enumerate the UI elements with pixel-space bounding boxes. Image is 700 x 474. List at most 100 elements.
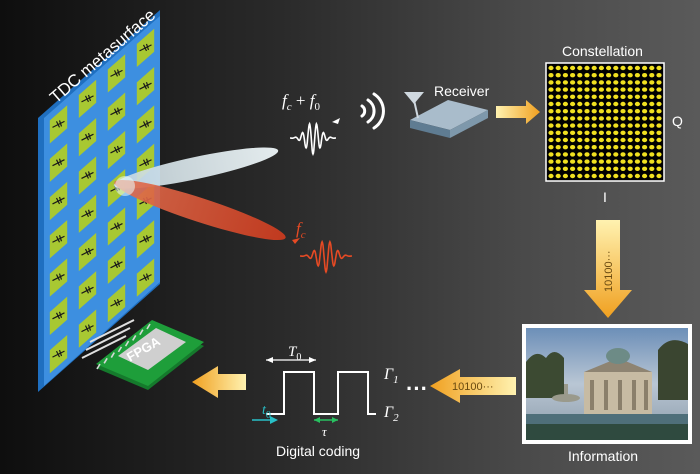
constellation-point	[606, 101, 612, 107]
constellation-point	[649, 123, 655, 128]
constellation-point	[562, 87, 569, 92]
constellation-point	[570, 109, 576, 114]
constellation-point	[548, 65, 554, 71]
constellation-point	[620, 130, 626, 135]
constellation-point	[548, 101, 554, 107]
diode-symbol	[110, 222, 123, 231]
constellation-point	[570, 137, 576, 143]
constellation-point	[649, 101, 655, 107]
constellation-point	[548, 166, 554, 171]
constellation-point	[555, 137, 561, 143]
wireless-icon	[360, 92, 385, 130]
constellation-point	[562, 123, 569, 128]
constellation-point	[598, 130, 605, 135]
constellation-point	[562, 137, 569, 143]
constellation-point	[649, 87, 655, 92]
constellation-point	[584, 123, 590, 128]
constellation-point	[656, 73, 662, 78]
constellation-point	[591, 173, 597, 179]
constellation-point	[613, 166, 619, 171]
constellation-point	[613, 145, 619, 150]
constellation-point	[591, 109, 597, 114]
constellation-point	[649, 94, 655, 100]
constellation-point	[627, 159, 633, 164]
constellation-point	[548, 145, 554, 150]
constellation-point	[591, 65, 597, 71]
constellation-point	[656, 166, 662, 171]
constellation-point	[555, 159, 561, 164]
constellation-point	[627, 145, 633, 150]
constellation-point	[606, 87, 612, 92]
constellation-point	[627, 173, 633, 179]
constellation-point	[634, 145, 641, 150]
fpga-pin	[96, 363, 101, 370]
constellation-point	[570, 73, 576, 78]
constellation-point	[570, 159, 576, 164]
fpga-chip	[81, 319, 204, 390]
constellation-point	[591, 152, 597, 157]
constellation-point	[591, 145, 597, 150]
constellation-point	[606, 65, 612, 71]
constellation-point	[627, 123, 633, 128]
constellation-point	[591, 87, 597, 92]
t0-label: t0	[262, 403, 271, 421]
diode-symbol	[81, 171, 94, 180]
constellation-point	[598, 152, 605, 157]
diode-symbol	[52, 273, 65, 282]
constellation-point	[642, 137, 648, 143]
constellation-point	[584, 65, 590, 71]
constellation-point	[562, 159, 569, 164]
constellation-point	[642, 145, 648, 150]
diode-symbol	[81, 286, 94, 294]
constellation-point	[555, 166, 561, 171]
arrow-to-constellation	[496, 100, 540, 124]
diode-symbol	[139, 273, 152, 282]
diode-symbol	[139, 235, 152, 243]
constellation-point	[548, 87, 554, 92]
constellation-point	[591, 123, 597, 128]
constellation-point	[577, 137, 583, 143]
constellation-point	[649, 137, 655, 143]
constellation-point	[613, 173, 619, 179]
constellation-point	[555, 80, 561, 85]
constellation-point	[598, 166, 605, 171]
diode-symbol	[110, 69, 123, 77]
constellation-point	[634, 137, 641, 143]
constellation-point	[548, 94, 554, 100]
constellation-point	[642, 173, 648, 179]
constellation-point	[620, 94, 626, 100]
constellation-point	[627, 73, 633, 78]
constellation-point	[634, 116, 641, 121]
constellation-point	[570, 116, 576, 121]
constellation-point	[577, 159, 583, 164]
digital-coding-label: Digital coding	[276, 443, 360, 459]
constellation-point	[627, 152, 633, 157]
constellation-point	[584, 145, 590, 150]
constellation-point	[627, 101, 633, 107]
constellation-point	[591, 137, 597, 143]
constellation-point	[649, 130, 655, 135]
constellation-point	[548, 173, 554, 179]
constellation-point	[584, 87, 590, 92]
arrow-to-fpga	[192, 366, 246, 398]
constellation-point	[656, 152, 662, 157]
constellation-point	[620, 159, 626, 164]
constellation-point	[548, 159, 554, 164]
constellation-point	[577, 116, 583, 121]
diode-symbol	[81, 132, 94, 141]
constellation-point	[620, 116, 626, 121]
fpga-pin	[139, 329, 144, 336]
tx-frequency-label: fc + f0	[282, 91, 320, 113]
transmit-beam	[113, 147, 279, 189]
constellation-point	[656, 173, 662, 179]
constellation-point	[548, 137, 554, 143]
constellation-point	[555, 130, 561, 135]
constellation-point	[606, 130, 612, 135]
diode-symbol	[52, 120, 65, 128]
constellation-point	[613, 65, 619, 71]
constellation-point	[606, 173, 612, 179]
constellation-point	[584, 109, 590, 114]
constellation-point	[627, 87, 633, 92]
constellation-point	[584, 166, 590, 171]
constellation-title: Constellation	[562, 43, 643, 59]
